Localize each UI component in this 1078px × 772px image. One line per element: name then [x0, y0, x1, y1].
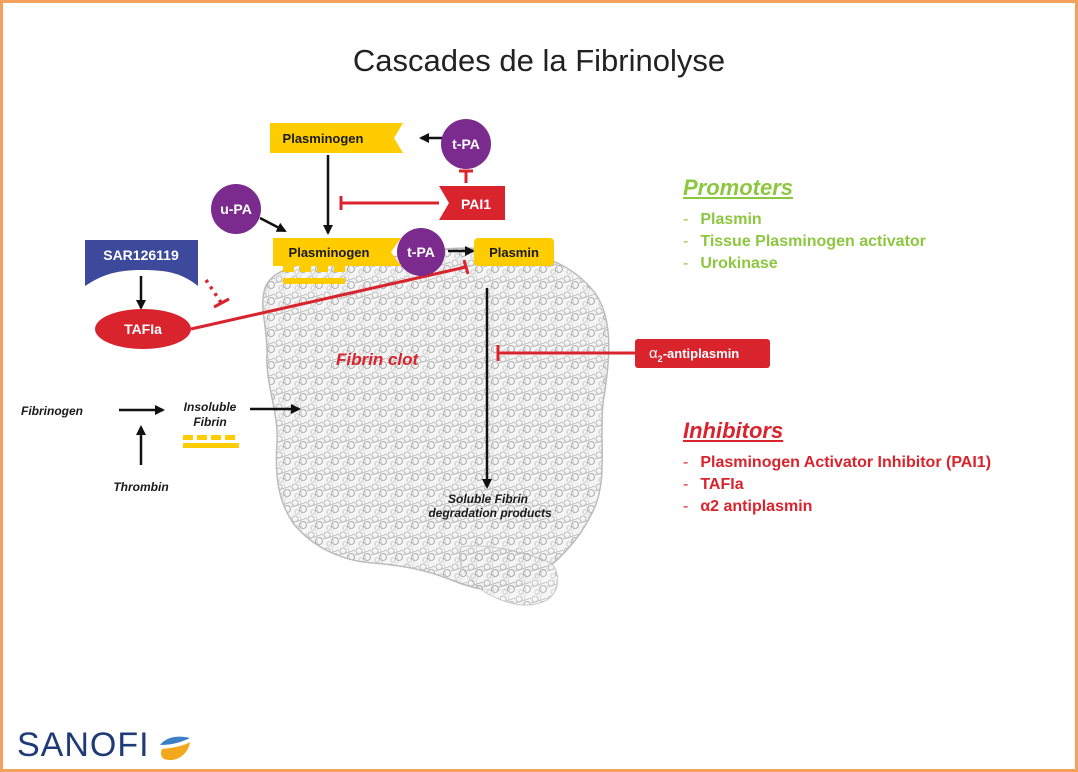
- plasmin-box: [474, 238, 554, 266]
- pai1-label: PAI1: [461, 196, 491, 212]
- inhibitor-item: -Plasminogen Activator Inhibitor (PAI1): [683, 454, 992, 471]
- sar126119-label: SAR126119: [103, 247, 179, 263]
- promoters-legend: Promoters -Plasmin -Tissue Plasminogen a…: [683, 175, 926, 275]
- promoters-heading: Promoters: [683, 175, 794, 200]
- inhibitor-item: -TAFIa: [683, 476, 744, 493]
- insoluble-label-1: Insoluble: [184, 400, 237, 414]
- tafia-ellipse: [95, 309, 191, 349]
- sanofi-logo-text: SANOFI: [17, 725, 150, 764]
- slide-title: Cascades de la Fibrinolyse: [352, 43, 726, 78]
- inhibitor-item: -α2 antiplasmin: [683, 498, 813, 515]
- activation-arrows: [119, 133, 492, 489]
- antiplasmin-label: α2-antiplasmin: [649, 345, 739, 364]
- plasminogen-mid-teeth: [283, 266, 345, 284]
- fibrinolysis-diagram: Plasminogen t-PA PAI1 u-PA Plasminogen t…: [21, 119, 770, 606]
- promoter-item: -Plasmin: [683, 211, 762, 228]
- plasminogen-top-label: Plasminogen: [283, 131, 364, 146]
- soluble-label-1: Soluble Fibrin: [448, 492, 528, 506]
- inhibit-tafia-plasmin: [190, 265, 467, 331]
- upa-label: u-PA: [220, 201, 252, 217]
- insoluble-label-2: Fibrin: [193, 415, 226, 429]
- inhibitors-heading: Inhibitors: [683, 418, 784, 443]
- fibrin-clot-label: Fibrin clot: [336, 350, 420, 369]
- tpa-mid-label: t-PA: [407, 244, 435, 260]
- inhibitors-legend: Inhibitors -Plasminogen Activator Inhibi…: [683, 418, 991, 518]
- sanofi-logo: SANOFI: [17, 721, 194, 769]
- tpa-mid-circle: [397, 228, 445, 276]
- inhibit-sar-tafia-dotted: [204, 279, 224, 305]
- sanofi-bird-icon: [159, 736, 190, 761]
- insoluble-fibrin-strip: [183, 435, 239, 448]
- tafia-label: TAFIa: [124, 321, 162, 337]
- antiplasmin-box: [635, 339, 770, 368]
- fibrinogen-label: Fibrinogen: [21, 404, 83, 418]
- sar126119-box: [85, 240, 198, 286]
- arrow-upa-to-plasminogen: [259, 216, 287, 233]
- plasminogen-top-box: [270, 123, 403, 153]
- fibrin-clot-mesh: [262, 247, 610, 606]
- plasminogen-mid-label: Plasminogen: [289, 245, 370, 260]
- promoter-item: -Tissue Plasminogen activator: [683, 233, 926, 250]
- tpa-top-circle: [441, 119, 491, 169]
- inhibition-lines: [190, 169, 635, 361]
- thrombin-label: Thrombin: [113, 480, 168, 494]
- tpa-top-label: t-PA: [452, 136, 480, 152]
- plasminogen-mid-box: [273, 238, 401, 266]
- pai1-box: [439, 186, 505, 220]
- soluble-label-2: degradation products: [428, 506, 552, 520]
- promoter-item: -Urokinase: [683, 255, 778, 272]
- plasmin-label: Plasmin: [489, 245, 539, 260]
- upa-circle: [211, 184, 261, 234]
